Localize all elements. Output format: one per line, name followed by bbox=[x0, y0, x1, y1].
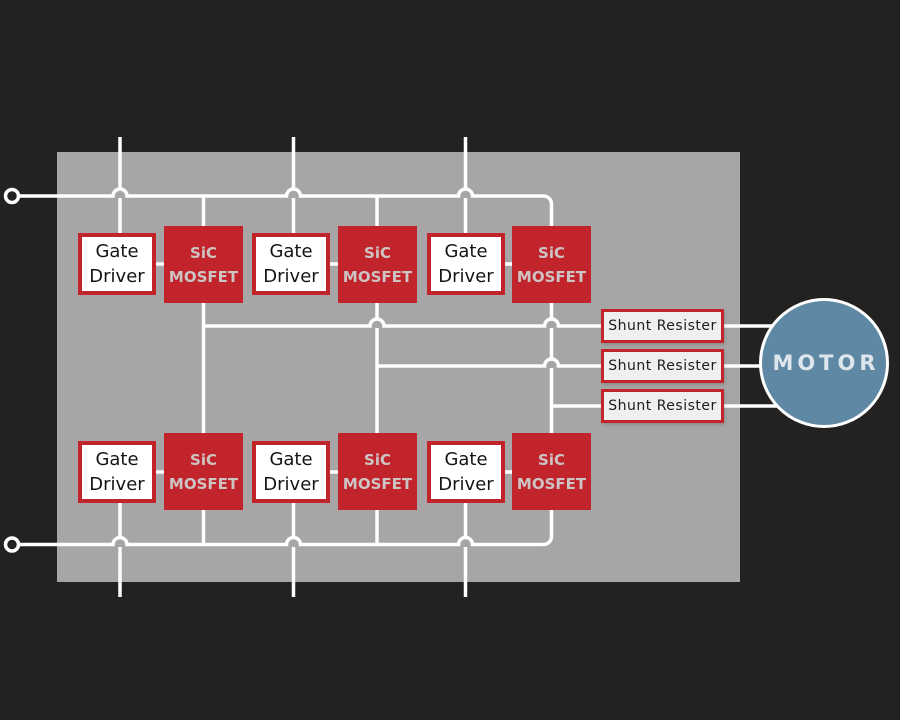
wire-bottom-bus bbox=[19, 508, 554, 547]
gate-driver-label: Driver bbox=[438, 266, 494, 287]
shunt-resistor-box-3: Shunt Resister bbox=[601, 389, 724, 423]
shunt-resistor-label: Shunt Resister bbox=[608, 358, 717, 374]
gate-driver-box-6: Gate Driver bbox=[427, 441, 505, 503]
gate-driver-label: Gate bbox=[444, 449, 488, 470]
mosfet-box-5: SiC MOSFET bbox=[338, 433, 417, 510]
mosfet-label: MOSFET bbox=[342, 267, 413, 286]
mosfet-box-4: SiC MOSFET bbox=[164, 433, 243, 510]
gate-driver-box-4: Gate Driver bbox=[78, 441, 156, 503]
mosfet-box-1: SiC MOSFET bbox=[164, 226, 243, 303]
gate-driver-box-5: Gate Driver bbox=[252, 441, 330, 503]
mosfet-label: MOSFET bbox=[168, 267, 239, 286]
gate-driver-box-2: Gate Driver bbox=[252, 233, 330, 295]
gate-driver-label: Gate bbox=[444, 241, 488, 262]
terminal-bottom-icon bbox=[3, 536, 21, 553]
gate-driver-label: Driver bbox=[438, 474, 494, 495]
mosfet-label: MOSFET bbox=[516, 267, 587, 286]
gate-driver-label: Driver bbox=[263, 266, 319, 287]
gate-driver-label: Gate bbox=[269, 449, 313, 470]
gate-driver-box-3: Gate Driver bbox=[427, 233, 505, 295]
mosfet-label: SiC bbox=[364, 450, 391, 469]
mosfet-label: SiC bbox=[190, 243, 217, 262]
mosfet-label: MOSFET bbox=[342, 474, 413, 493]
motor-circle: MOTOR bbox=[759, 298, 889, 428]
terminal-top-icon bbox=[3, 187, 21, 205]
shunt-resistor-box-1: Shunt Resister bbox=[601, 309, 724, 343]
mosfet-label: MOSFET bbox=[168, 474, 239, 493]
shunt-resistor-label: Shunt Resister bbox=[608, 318, 717, 334]
shunt-resistor-label: Shunt Resister bbox=[608, 398, 717, 414]
mosfet-box-6: SiC MOSFET bbox=[512, 433, 591, 510]
gate-driver-label: Driver bbox=[89, 266, 145, 287]
mosfet-label: SiC bbox=[190, 450, 217, 469]
mosfet-label: SiC bbox=[538, 243, 565, 262]
gate-driver-label: Gate bbox=[269, 241, 313, 262]
mosfet-label: SiC bbox=[538, 450, 565, 469]
motor-label: MOTOR bbox=[772, 351, 880, 375]
wire-top-bus bbox=[19, 187, 554, 228]
gate-driver-label: Gate bbox=[95, 449, 139, 470]
mosfet-box-3: SiC MOSFET bbox=[512, 226, 591, 303]
wire-phase-u bbox=[203, 317, 601, 328]
gate-driver-label: Driver bbox=[263, 474, 319, 495]
gate-driver-label: Gate bbox=[95, 241, 139, 262]
mosfet-box-2: SiC MOSFET bbox=[338, 226, 417, 303]
gate-driver-label: Driver bbox=[89, 474, 145, 495]
wire-phase-v bbox=[377, 357, 601, 368]
gate-driver-box-1: Gate Driver bbox=[78, 233, 156, 295]
shunt-resistor-box-2: Shunt Resister bbox=[601, 349, 724, 383]
mosfet-label: SiC bbox=[364, 243, 391, 262]
mosfet-label: MOSFET bbox=[516, 474, 587, 493]
